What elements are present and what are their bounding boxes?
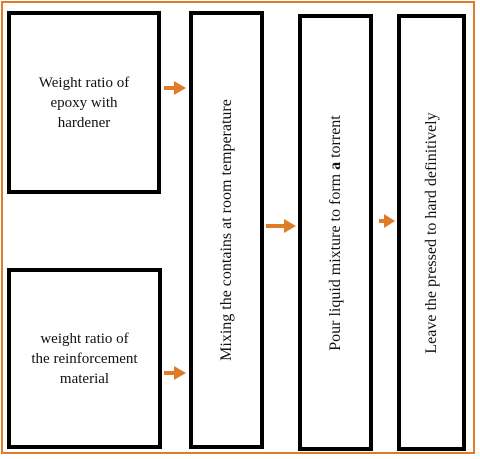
pour-step-label-part-1: Pour liquid mixture to form <box>326 169 344 351</box>
reinforcement-ratio-line-2: the reinforcement <box>31 350 138 367</box>
reinforcement-ratio-text: weight ratio of the reinforcement materi… <box>11 329 158 389</box>
pour-step-label: Pour liquid mixture to form a torrent <box>326 115 346 351</box>
epoxy-ratio-line-1: Weight ratio of <box>38 74 130 91</box>
pour-step-box: Pour liquid mixture to form a torrent <box>298 14 373 451</box>
epoxy-ratio-box: Weight ratio of epoxy with hardener <box>7 11 161 194</box>
epoxy-ratio-line-2: epoxy with <box>50 94 118 111</box>
leave-step-label: Leave the pressed to hard definitively <box>422 111 440 354</box>
pour-step-label-part-2: torrent <box>326 114 344 162</box>
epoxy-ratio-line-3: hardener <box>57 114 111 131</box>
mixing-step-label: Mixing the contains at room temperature <box>217 99 235 361</box>
reinforcement-ratio-box: weight ratio of the reinforcement materi… <box>7 268 162 449</box>
leave-step-box: Leave the pressed to hard definitively <box>397 14 466 451</box>
pour-step-label-bold: a <box>326 161 344 170</box>
mixing-step-box: Mixing the contains at room temperature <box>189 11 264 449</box>
reinforcement-ratio-line-3: material <box>59 370 110 387</box>
diagram-frame <box>1 1 475 454</box>
reinforcement-ratio-line-1: weight ratio of <box>40 330 129 347</box>
epoxy-ratio-text: Weight ratio of epoxy with hardener <box>11 73 157 133</box>
